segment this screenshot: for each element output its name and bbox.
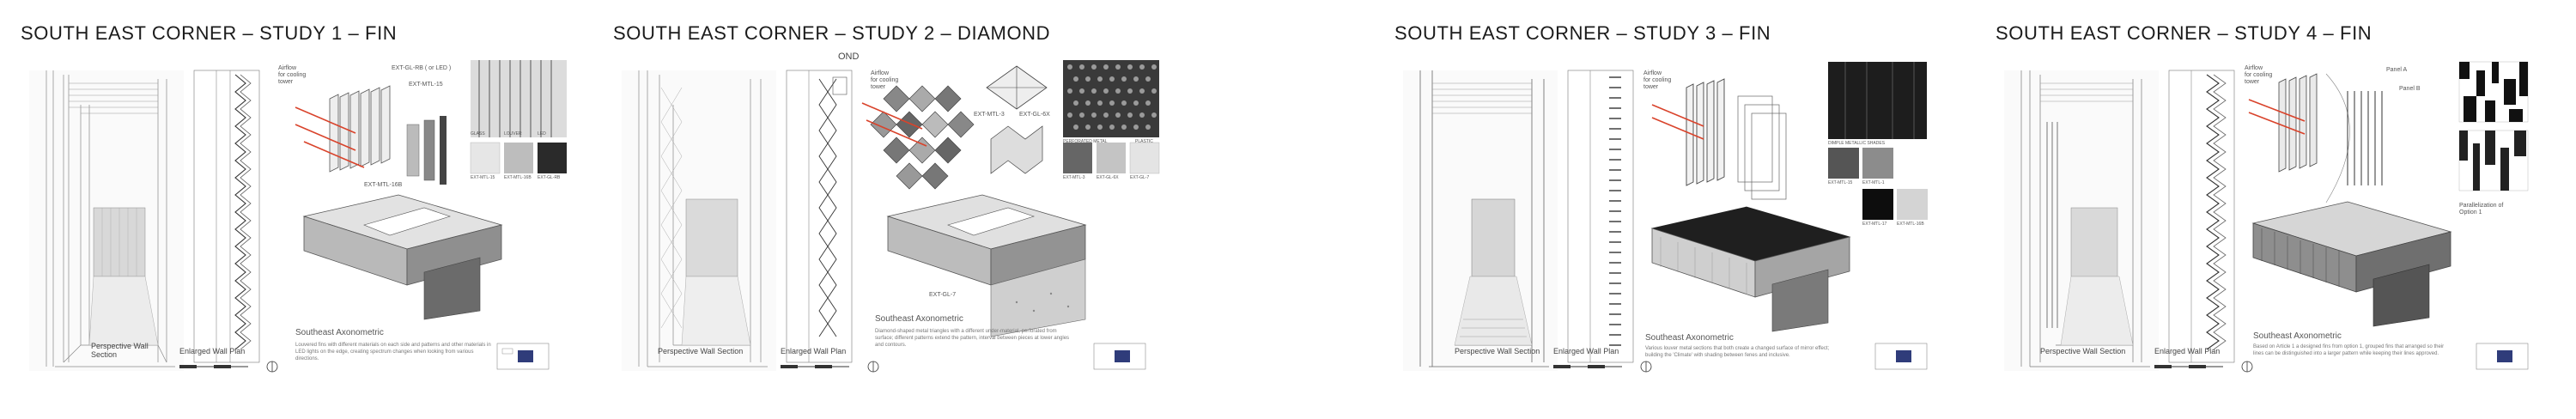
swatch-label-plastic: PLASTIC (1135, 139, 1153, 144)
swatch-label-mtl1: EXT-MTL-1 (1862, 180, 1885, 185)
swatch-label-dimple: DIMPLE METALLIC SHADES (1828, 141, 1886, 146)
material-swatch-grid (470, 60, 567, 174)
swatch-label-mtl15: EXT-MTL-15 (471, 175, 495, 180)
material-swatch-grid (1063, 60, 1160, 174)
axonometric-description: Diamond-shaped metal triangles with a di… (875, 329, 1070, 348)
material-label-2: EXT-MTL-15 (409, 82, 443, 88)
scale-bar (1553, 361, 1652, 373)
fin-detail-isometric (2248, 73, 2383, 203)
axonometric-description: Based on Article 1 a designed fins from … (2253, 344, 2445, 356)
wall-plan-label: Enlarged Wall Plan (1553, 347, 1619, 355)
enlarged-wall-plan-drawing (786, 70, 853, 363)
perspective-wall-section-drawing (29, 70, 184, 371)
sheet-study-1: SOUTH EAST CORNER – STUDY 1 – FIN Perspe… (21, 0, 570, 419)
diamond-detail-isometric (861, 85, 975, 190)
fin-detail-isometric (1651, 78, 1787, 200)
swatch-label-perforated: PERFORATED METAL (1063, 139, 1108, 144)
airflow-label: Airflow for cooling tower (278, 65, 307, 85)
swatch-label-mtl15: EXT-MTL-15 (1828, 180, 1853, 185)
perspective-section-label: Perspective Wall Section (658, 347, 744, 355)
key-plan-thumbnail (2476, 343, 2529, 370)
sheet-study-2: SOUTH EAST CORNER – STUDY 2 – DIAMOND ON… (613, 0, 1163, 419)
diamond-module-drawings (986, 65, 1048, 174)
perspective-wall-section-drawing (2004, 70, 2159, 371)
enlarged-wall-plan-drawing (2168, 70, 2235, 363)
axonometric-description: Various louver metal sections that both … (1645, 346, 1830, 358)
perspective-wall-section-drawing (1403, 70, 1558, 371)
wall-plan-label: Enlarged Wall Plan (2154, 347, 2221, 355)
swatch-label-mtl3: EXT-MTL-3 (1063, 175, 1085, 180)
wall-plan-label: Enlarged Wall Plan (179, 347, 246, 355)
swatch-label-mtl16b: EXT-MTL-16B (1897, 222, 1924, 227)
material-label-1: EXT-GL-RB ( or LED ) (392, 65, 452, 71)
swatch-label-led: LED (538, 131, 546, 137)
swatch-label-mtl16b: EXT-MTL-16B (504, 175, 532, 180)
swatch-label-gl6x: EXT-GL-6X (1097, 175, 1119, 180)
southeast-axonometric-drawing (2251, 201, 2452, 327)
swatch-label-louver: LOUVER (504, 131, 522, 137)
material-label-1: EXT-MTL-3 (974, 112, 1005, 118)
material-swatch-grid (1828, 62, 1928, 220)
fin-detail-isometric (295, 85, 447, 185)
swatch-label-gl7: EXT-GL-7 (1130, 175, 1150, 180)
wall-plan-label: Enlarged Wall Plan (781, 347, 847, 355)
axonometric-label: Southeast Axonometric (2253, 331, 2342, 341)
panel-a-label: Panel A (2386, 67, 2408, 73)
panel-b-label: Panel B (2399, 86, 2421, 92)
sheet-title: SOUTH EAST CORNER – STUDY 4 – FIN (1996, 22, 2372, 44)
swatch-label-glass: GLASS (471, 131, 485, 137)
enlarged-wall-plan-drawing (1567, 70, 1634, 363)
sheet-title: SOUTH EAST CORNER – STUDY 2 – DIAMOND (613, 22, 1051, 44)
key-plan-thumbnail (1093, 343, 1146, 370)
axonometric-label: Southeast Axonometric (1645, 333, 1734, 343)
perspective-wall-section-drawing (622, 70, 776, 371)
swatch-label-mtl17: EXT-MTL-17 (1862, 222, 1887, 227)
perspective-section-label: Perspective Wall Section (1455, 347, 1540, 355)
sheet-study-3: SOUTH EAST CORNER – STUDY 3 – FIN Perspe… (1394, 0, 1944, 419)
pattern-swatch-stack (2458, 61, 2529, 191)
sheet-title: SOUTH EAST CORNER – STUDY 1 – FIN (21, 22, 398, 44)
enlarged-wall-plan-drawing (193, 70, 260, 363)
scale-bar (2154, 361, 2253, 373)
scale-bar (781, 361, 879, 373)
ext-gl-7-callout: EXT-GL-7 (929, 292, 957, 298)
southeast-axonometric-drawing (1650, 206, 1851, 332)
perspective-section-label: Perspective Wall Section (91, 342, 149, 359)
material-label-2: EXT-GL-6X (1019, 112, 1050, 118)
sheet-study-4: SOUTH EAST CORNER – STUDY 4 – FIN Perspe… (1996, 0, 2545, 419)
parallelization-label: Parallelization of Option 1 (2459, 203, 2504, 216)
material-label-3: EXT-MTL-16B (364, 182, 403, 188)
southeast-axonometric-drawing (302, 194, 503, 320)
airflow-label: Airflow for cooling tower (2245, 65, 2273, 85)
airflow-label: Airflow for cooling tower (1643, 70, 1672, 90)
key-plan-thumbnail (496, 343, 550, 370)
axonometric-label: Southeast Axonometric (875, 314, 963, 324)
sheet-title: SOUTH EAST CORNER – STUDY 3 – FIN (1394, 22, 1771, 44)
swatch-label-glrb: EXT-GL-RB (538, 175, 561, 180)
perspective-section-label: Perspective Wall Section (2040, 347, 2126, 355)
southeast-axonometric-drawing (886, 194, 1087, 337)
key-plan-thumbnail (1874, 343, 1928, 370)
axonometric-label: Southeast Axonometric (295, 328, 384, 337)
airflow-label: Airflow for cooling tower (871, 70, 899, 90)
axonometric-description: Louvered fins with different materials o… (295, 343, 491, 361)
scale-bar (179, 361, 278, 373)
top-note: OND (838, 52, 860, 62)
